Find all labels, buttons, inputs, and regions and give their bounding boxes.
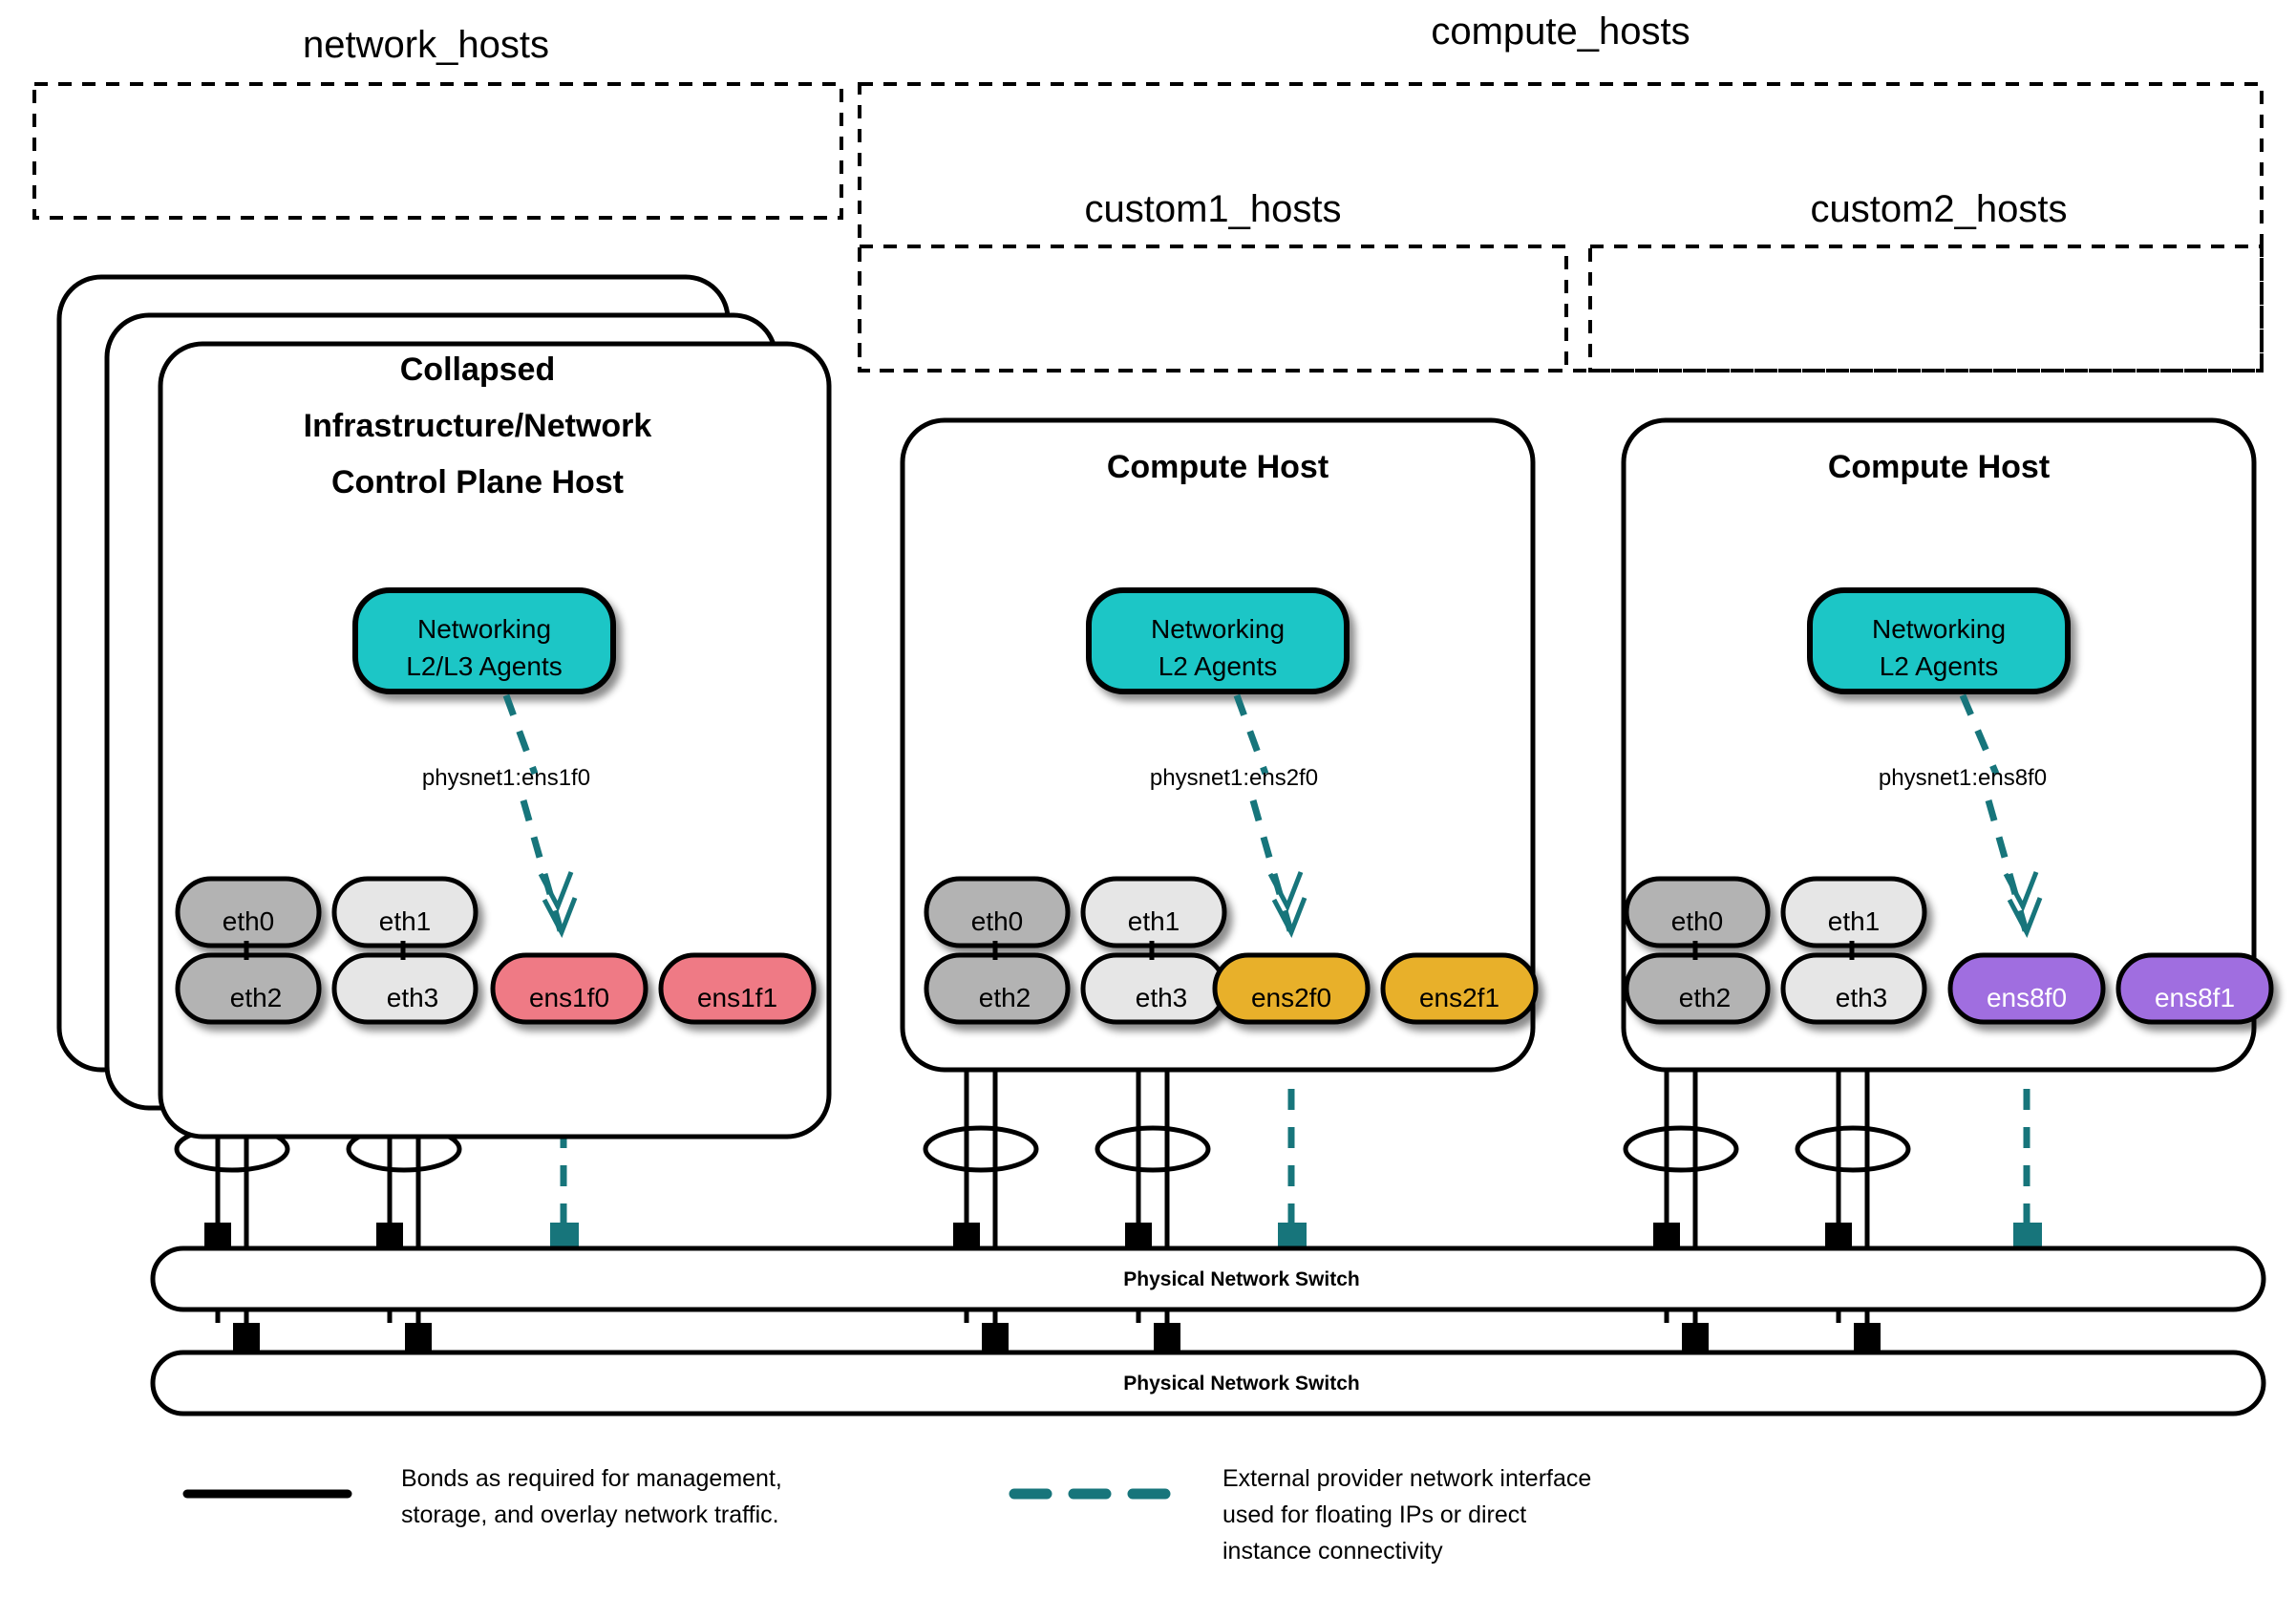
legend-provider: External provider network interface used… — [1009, 1465, 1591, 1565]
nic-label: eth2 — [979, 983, 1031, 1012]
provider-link — [520, 799, 565, 935]
host-title-line: Control Plane Host — [331, 464, 624, 500]
nic-label: ens1f0 — [529, 983, 609, 1012]
nic-eth0[interactable]: eth0 — [924, 876, 1071, 948]
port-connector — [982, 1323, 1009, 1353]
nic-label: eth3 — [387, 983, 439, 1012]
provider-link — [1249, 799, 1295, 935]
networking-agents-node[interactable]: Networking L2/L3 Agents — [352, 587, 616, 694]
legend-bonds: Bonds as required for management, storag… — [182, 1465, 782, 1528]
nic-ens8f1[interactable]: ens8f1 — [2115, 952, 2274, 1025]
nic-label: eth0 — [971, 906, 1024, 936]
nic-label: ens8f0 — [1987, 983, 2067, 1012]
nic-label: eth0 — [1671, 906, 1724, 936]
nic-label: eth2 — [1679, 983, 1732, 1012]
switch-bottom[interactable]: Physical Network Switch — [150, 1350, 2266, 1416]
nic-label: eth1 — [1828, 906, 1881, 936]
nic-label: eth1 — [379, 906, 432, 936]
networking-agents-node[interactable]: Networking L2 Agents — [1086, 587, 1350, 694]
nic-label: ens2f1 — [1419, 983, 1499, 1012]
provider-link — [1959, 693, 2000, 776]
arrow-head-icon — [1267, 871, 1304, 913]
group-custom2-hosts: custom2_hosts — [1588, 188, 2264, 373]
networking-agents-node[interactable]: Networking L2 Agents — [1807, 587, 2071, 694]
agent-label-line: L2 Agents — [1880, 651, 1999, 681]
port-connector — [1682, 1323, 1709, 1353]
nic-label: ens8f1 — [2155, 983, 2235, 1012]
port-connector — [1154, 1323, 1180, 1353]
nic-label: eth3 — [1836, 983, 1888, 1012]
switch-label: Physical Network Switch — [1123, 1268, 1359, 1290]
nic-ens8f0[interactable]: ens8f0 — [1947, 952, 2106, 1025]
host-title-line: Infrastructure/Network — [304, 408, 652, 444]
nic-eth2[interactable]: eth2 — [1624, 952, 1771, 1025]
legend-line: External provider network interface — [1222, 1465, 1591, 1492]
nic-eth0[interactable]: eth0 — [175, 876, 322, 948]
provider-link — [1985, 799, 2030, 935]
nic-ens1f0[interactable]: ens1f0 — [490, 952, 648, 1025]
group-label-custom1-hosts: custom1_hosts — [1084, 188, 1341, 230]
port-connector — [1854, 1323, 1881, 1353]
nic-eth0[interactable]: eth0 — [1624, 876, 1771, 948]
switch-top[interactable]: Physical Network Switch — [150, 1246, 2266, 1312]
legend-line: storage, and overlay network traffic. — [401, 1501, 779, 1528]
nic-eth1[interactable]: eth1 — [331, 876, 478, 948]
host-collapsed-infrastructure[interactable]: Collapsed Infrastructure/Network Control… — [56, 274, 832, 1139]
nic-label: eth2 — [230, 983, 283, 1012]
agent-label-line: L2/L3 Agents — [406, 651, 562, 681]
physnet-label: physnet1:ens1f0 — [422, 765, 590, 791]
provider-link — [1233, 693, 1269, 776]
nic-eth1[interactable]: eth1 — [1080, 876, 1227, 948]
group-label-compute-hosts: compute_hosts — [1431, 11, 1690, 53]
nic-ens2f1[interactable]: ens2f1 — [1380, 952, 1539, 1025]
agent-label-line: Networking — [1872, 614, 2006, 644]
group-label-custom2-hosts: custom2_hosts — [1810, 188, 2067, 230]
host-title-line: Compute Host — [1107, 449, 1329, 485]
host-compute-2[interactable]: Compute Host Networking L2 Agents physne… — [1621, 417, 2274, 1073]
nic-label: ens1f1 — [697, 983, 777, 1012]
agent-label-line: Networking — [1151, 614, 1285, 644]
host-stack-layer-front — [158, 341, 832, 1139]
nic-eth3[interactable]: eth3 — [331, 952, 478, 1025]
arrow-head-icon — [542, 897, 578, 939]
host-title-line: Compute Host — [1828, 449, 2050, 485]
nic-ens2f0[interactable]: ens2f0 — [1212, 952, 1371, 1025]
arrow-head-icon — [538, 871, 574, 913]
nic-label: ens2f0 — [1251, 983, 1331, 1012]
host-title-line: Collapsed — [400, 351, 555, 388]
nic-eth2[interactable]: eth2 — [924, 952, 1071, 1025]
provider-link — [502, 693, 539, 776]
arrow-head-icon — [2003, 871, 2039, 913]
group-custom1-hosts: custom1_hosts — [858, 188, 1568, 373]
physnet-label: physnet1:ens8f0 — [1879, 765, 2047, 791]
nic-label: eth1 — [1128, 906, 1180, 936]
legend-line: Bonds as required for management, — [401, 1465, 782, 1492]
nic-eth1[interactable]: eth1 — [1780, 876, 1927, 948]
nic-eth3[interactable]: eth3 — [1780, 952, 1927, 1025]
legend-line: used for floating IPs or direct — [1222, 1501, 1526, 1528]
arrow-head-icon — [1271, 897, 1307, 939]
nic-label: eth3 — [1136, 983, 1188, 1012]
nic-eth2[interactable]: eth2 — [175, 952, 322, 1025]
port-connector — [405, 1323, 432, 1353]
nic-eth3[interactable]: eth3 — [1080, 952, 1227, 1025]
host-compute-1[interactable]: Compute Host Networking L2 Agents physne… — [900, 417, 1539, 1073]
group-label-network-hosts: network_hosts — [303, 24, 549, 66]
arrow-head-icon — [2007, 897, 2043, 939]
port-connector — [233, 1323, 260, 1353]
nic-label: eth0 — [223, 906, 275, 936]
group-network-hosts: network_hosts — [32, 24, 843, 220]
nic-ens1f1[interactable]: ens1f1 — [658, 952, 817, 1025]
switch-label: Physical Network Switch — [1123, 1373, 1359, 1395]
physnet-label: physnet1:ens2f0 — [1150, 765, 1318, 791]
legend-line: instance connectivity — [1222, 1538, 1443, 1565]
agent-label-line: Networking — [417, 614, 551, 644]
agent-label-line: L2 Agents — [1159, 651, 1278, 681]
